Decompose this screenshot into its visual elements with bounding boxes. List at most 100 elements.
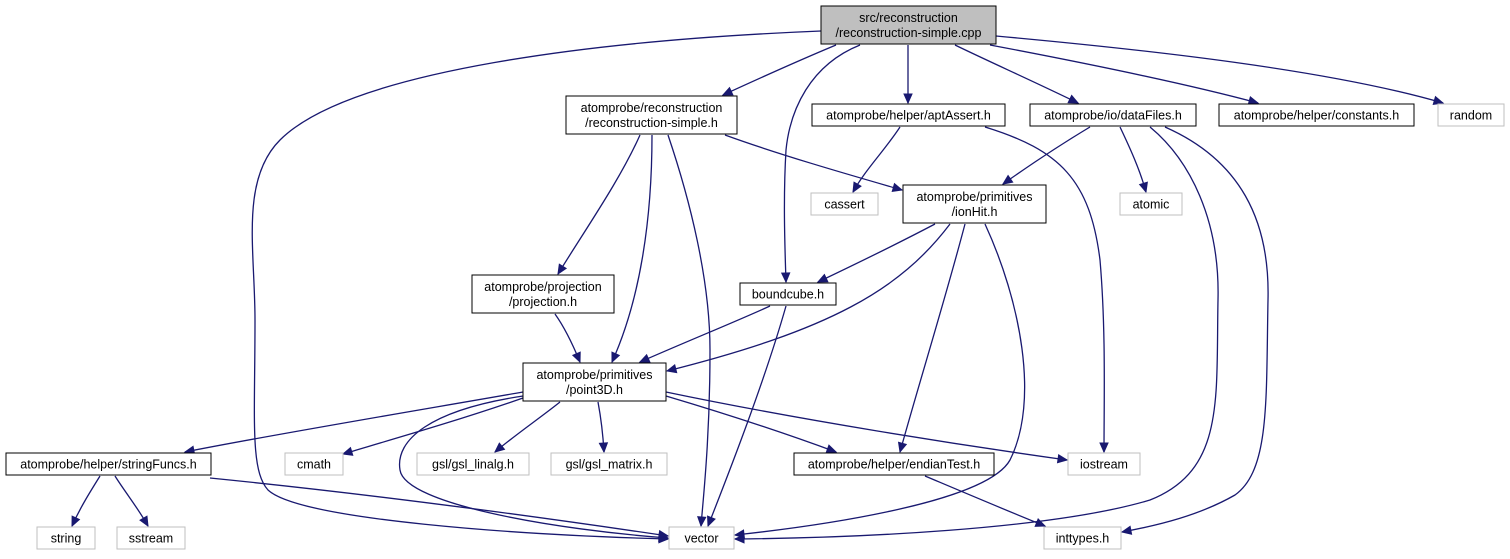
- node-box: [471, 274, 615, 314]
- node-label-line: /reconstruction-simple.cpp: [836, 26, 982, 40]
- edge-arrowhead: [139, 515, 149, 528]
- edge-line: [1119, 126, 1147, 193]
- edge-arrowhead: [1067, 94, 1080, 104]
- edge-stringfuncs-to-sstream: [114, 475, 149, 528]
- edge-arrowhead: [721, 86, 734, 96]
- edge-rec_simple_h-to-ionhit: [724, 134, 904, 192]
- edge-aptassert-to-iostream: [984, 126, 1109, 454]
- node-iostream: iostream: [1067, 452, 1141, 476]
- node-label-line: boundcube.h: [752, 288, 824, 302]
- edge-arrowhead: [697, 516, 707, 528]
- edge-root-to-constants: [989, 44, 1260, 106]
- node-box: [116, 526, 186, 550]
- node-label-line: atomprobe/reconstruction: [581, 101, 723, 115]
- edge-root-to-boundcube: [780, 44, 861, 284]
- node-aptassert[interactable]: atomprobe/helper/aptAssert.h: [811, 103, 1006, 127]
- edge-endiantest-to-inttypes: [924, 475, 1047, 527]
- edge-rec_simple_h-to-vector: [667, 134, 711, 528]
- edge-line: [666, 223, 951, 372]
- edge-line: [724, 134, 903, 191]
- node-box: [1437, 103, 1505, 127]
- node-boundcube[interactable]: boundcube.h: [739, 282, 837, 306]
- node-box: [1218, 103, 1415, 127]
- node-box: [902, 184, 1047, 224]
- node-box: [810, 192, 879, 216]
- node-stringfuncs[interactable]: atomprobe/helper/stringFuncs.h: [5, 452, 212, 476]
- edge-arrowhead: [638, 353, 651, 363]
- node-label-line: sstream: [129, 532, 173, 546]
- edge-line: [995, 35, 1444, 104]
- node-label-line: atomprobe/helper/aptAssert.h: [826, 109, 991, 123]
- node-inttypes: inttypes.h: [1043, 526, 1122, 550]
- node-label-line: atomprobe/helper/constants.h: [1234, 109, 1399, 123]
- edge-arrowhead: [1001, 174, 1014, 185]
- node-cassert: cassert: [810, 192, 879, 216]
- node-label-line: atomic: [1133, 198, 1170, 212]
- edge-root-to-random: [995, 35, 1445, 105]
- edge-arrowhead: [71, 515, 81, 528]
- edge-arrowhead: [1247, 95, 1260, 106]
- edge-arrowhead: [903, 93, 913, 105]
- node-label-line: atomprobe/primitives: [916, 190, 1032, 204]
- node-box: [1029, 103, 1197, 127]
- node-label-line: atomprobe/helper/endianTest.h: [808, 458, 980, 472]
- edge-line: [665, 391, 1068, 461]
- edge-rec_simple_h-to-point3d: [611, 134, 653, 364]
- edge-arrowhead: [897, 441, 908, 454]
- edge-arrowhead: [780, 272, 791, 284]
- node-box: [565, 95, 738, 135]
- node-point3d[interactable]: atomprobe/primitives/point3D.h: [522, 362, 667, 402]
- node-gsl-linalg: gsl/gsl_linalg.h: [416, 452, 530, 476]
- edge-arrowhead: [571, 351, 581, 364]
- edge-projection-to-point3d: [554, 313, 581, 364]
- node-gsl-matrix: gsl/gsl_matrix.h: [550, 452, 668, 476]
- node-label-line: string: [51, 532, 82, 546]
- edge-line: [1002, 126, 1091, 185]
- node-random: random: [1437, 103, 1505, 127]
- node-label-line: /point3D.h: [566, 383, 623, 397]
- node-label-line: atomprobe/primitives: [536, 368, 652, 382]
- edge-line: [734, 126, 1219, 540]
- edge-line: [734, 223, 1026, 536]
- edge-datafiles-to-inttypes: [1120, 126, 1269, 535]
- edge-line: [209, 477, 669, 537]
- node-box: [820, 5, 997, 45]
- node-box: [1067, 452, 1141, 476]
- edge-arrowhead: [341, 446, 354, 456]
- edge-line: [954, 44, 1079, 104]
- node-ionhit[interactable]: atomprobe/primitives/ionHit.h: [902, 184, 1047, 224]
- node-rec-simple-h[interactable]: atomprobe/reconstruction/reconstruction-…: [565, 95, 738, 135]
- edge-line: [989, 44, 1259, 104]
- node-root[interactable]: src/reconstruction/reconstruction-simple…: [820, 5, 997, 45]
- edge-line: [984, 126, 1105, 453]
- node-box: [5, 452, 212, 476]
- edge-line: [342, 397, 524, 455]
- edge-line: [899, 223, 966, 453]
- edge-boundcube-to-point3d: [638, 305, 771, 363]
- edge-arrowhead: [852, 181, 862, 194]
- edge-ionhit-to-endiantest: [897, 223, 966, 454]
- edge-point3d-to-iostream: [665, 391, 1069, 464]
- node-datafiles[interactable]: atomprobe/io/dataFiles.h: [1029, 103, 1197, 127]
- node-string: string: [36, 526, 96, 550]
- edge-datafiles-to-atomic: [1119, 126, 1148, 194]
- edge-line: [251, 30, 822, 540]
- node-box: [1119, 192, 1183, 216]
- edge-line: [665, 395, 837, 453]
- edge-line: [707, 305, 787, 527]
- node-endiantest[interactable]: atomprobe/helper/endianTest.h: [793, 452, 995, 476]
- node-box: [793, 452, 995, 476]
- edge-boundcube-to-vector: [707, 305, 787, 528]
- node-label-line: inttypes.h: [1056, 532, 1110, 546]
- node-box: [1043, 526, 1122, 550]
- node-constants[interactable]: atomprobe/helper/constants.h: [1218, 103, 1415, 127]
- node-projection[interactable]: atomprobe/projection/projection.h: [471, 274, 615, 314]
- edge-arrowhead: [1034, 518, 1047, 527]
- edge-point3d-to-gsl_linalg: [494, 401, 561, 453]
- edge-arrowhead: [665, 364, 678, 374]
- edge-ionhit-to-vector: [733, 223, 1026, 539]
- edge-line: [722, 44, 837, 96]
- edges-layer: [71, 30, 1445, 544]
- node-label-line: /ionHit.h: [952, 205, 998, 219]
